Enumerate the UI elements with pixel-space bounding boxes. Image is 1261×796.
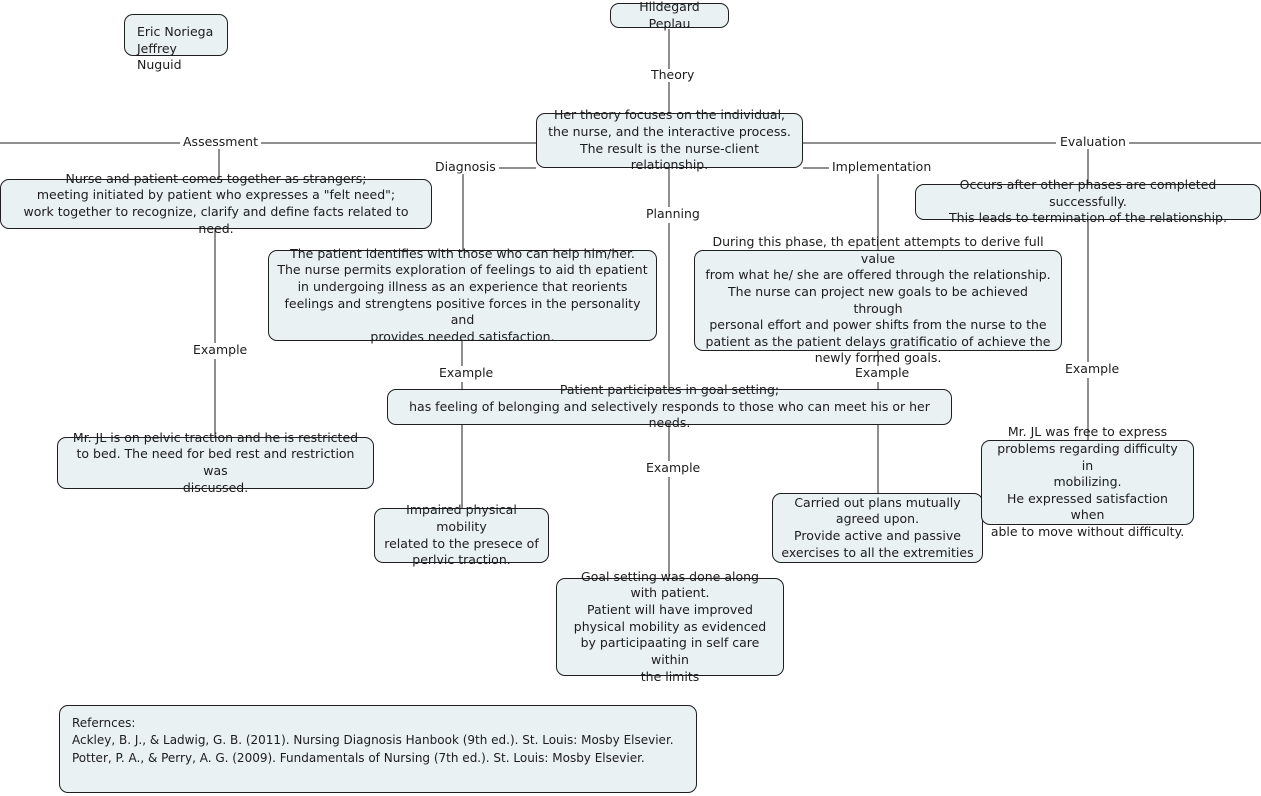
node-theorist[interactable]: Hildegard Peplau — [610, 0, 729, 31]
node-authors[interactable]: Eric Noriega Jeffrey Nuguid — [124, 14, 228, 72]
node-implementation-detail[interactable]: During this phase, th epatient attempts … — [694, 234, 1062, 365]
node-diagnosis-detail[interactable]: The patient identifies with those who ca… — [268, 246, 657, 344]
edge-label-example-planning: Example — [643, 461, 704, 475]
node-references[interactable]: Refernces: Ackley, B. J., & Ladwig, G. B… — [59, 705, 697, 793]
edge-label-example-evaluation: Example — [1062, 362, 1123, 376]
edge-label-example-assessment: Example — [190, 343, 251, 357]
edge-label-theory: Theory — [648, 68, 698, 82]
edge-label-example-diagnosis: Example — [436, 366, 497, 380]
edge-label-evaluation: Evaluation — [1057, 135, 1129, 149]
node-evaluation-example[interactable]: Mr. JL was free to express problems rega… — [981, 424, 1194, 539]
node-assessment-example[interactable]: Mr. JL is on pelvic traction and he is r… — [57, 430, 374, 495]
node-planning-example[interactable]: Goal setting was done along with patient… — [556, 569, 784, 684]
node-planning-detail[interactable]: Patient participates in goal setting; ha… — [387, 382, 952, 430]
node-assessment-detail[interactable]: Nurse and patient comes together as stra… — [0, 171, 432, 236]
node-evaluation-detail[interactable]: Occurs after other phases are completed … — [915, 177, 1261, 225]
node-theory-summary[interactable]: Her theory focuses on the individual, th… — [536, 107, 803, 172]
edge-label-implementation: Implementation — [829, 160, 935, 174]
edge-label-assessment: Assessment — [180, 135, 261, 149]
edge-label-planning: Planning — [643, 207, 703, 221]
edge-label-example-implementation: Example — [852, 366, 913, 380]
edge-label-diagnosis: Diagnosis — [432, 160, 499, 174]
node-implementation-example[interactable]: Carried out plans mutually agreed upon. … — [772, 493, 983, 563]
node-diagnosis-example[interactable]: Impaired physical mobility related to th… — [374, 502, 549, 567]
